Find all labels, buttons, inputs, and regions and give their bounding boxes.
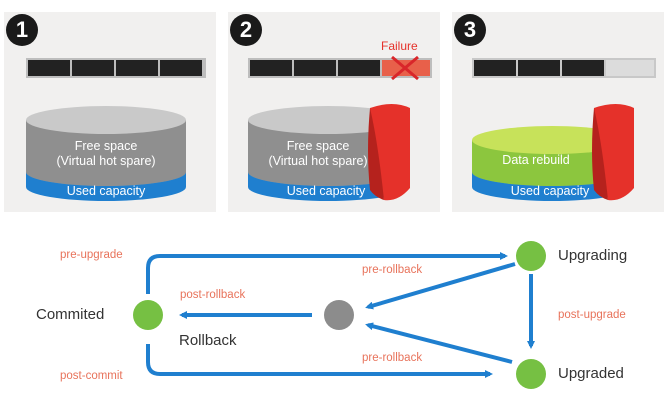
drive-icon [294, 60, 336, 76]
free-space-label: Free space (Virtual hot spare) [268, 139, 368, 169]
panel-step-1: 1 Free space (Virtual hot spare) Used ca… [4, 12, 216, 212]
drive-icon [474, 60, 516, 76]
panel-step-2: 2 Failure Free space (Virtual hot spare)… [228, 12, 440, 212]
drive-bay [472, 58, 656, 78]
free-space-title: Free space [74, 139, 138, 153]
drive-bay [26, 58, 206, 78]
free-space-title: Free space [286, 139, 350, 153]
failure-label: Failure [381, 39, 418, 53]
drive-icon [518, 60, 560, 76]
rollback-label: Rollback [179, 332, 237, 349]
pre-rollback-arrow-top [365, 262, 516, 310]
upgraded-label: Upgraded [558, 365, 624, 382]
data-rebuild-label: Data rebuild [502, 153, 570, 167]
commited-label: Commited [36, 306, 105, 323]
upgrade-flow-diagram: Commited Rollback Upgrading Upgraded pre… [0, 222, 669, 406]
capacity-cylinder [472, 104, 634, 201]
replaced-drive-icon [606, 60, 654, 76]
post-commit-label: post-commit [60, 370, 123, 382]
pre-upgrade-arrow [146, 252, 508, 294]
used-capacity-label: Used capacity [286, 184, 366, 198]
flow-arrows [133, 241, 546, 389]
capacity-cylinder [248, 104, 410, 201]
used-capacity-label: Used capacity [66, 184, 146, 198]
drive-icon [72, 60, 114, 76]
storage-illustration-3 [452, 12, 664, 212]
post-commit-arrow [146, 344, 493, 378]
pre-upgrade-label: pre-upgrade [60, 249, 123, 261]
post-rollback-label: post-rollback [180, 289, 246, 301]
drive-icon [562, 60, 604, 76]
step-badge: 3 [454, 14, 486, 46]
storage-illustration-2 [228, 12, 440, 212]
step-badge: 1 [6, 14, 38, 46]
drive-icon [250, 60, 292, 76]
post-upgrade-label: post-upgrade [558, 309, 626, 321]
drive-icon [338, 60, 380, 76]
commited-node [133, 300, 163, 330]
free-space-label: Free space (Virtual hot spare) [56, 139, 156, 169]
failure-x-icon [391, 55, 419, 81]
storage-illustration-1 [4, 12, 216, 212]
data-rebuild-layer [472, 126, 632, 154]
drive-icon [116, 60, 158, 76]
pre-rollback-bottom-label: pre-rollback [362, 352, 423, 364]
upgraded-node [516, 359, 546, 389]
capacity-cylinder [26, 106, 186, 201]
drive-bay [248, 55, 432, 81]
drive-icon [160, 60, 202, 76]
step-badge: 2 [230, 14, 262, 46]
rollback-node [324, 300, 354, 330]
free-space-subtitle: (Virtual hot spare) [56, 154, 156, 168]
pre-rollback-top-label: pre-rollback [362, 264, 423, 276]
free-space-subtitle: (Virtual hot spare) [268, 154, 368, 168]
upgrading-label: Upgrading [558, 247, 628, 264]
drive-icon [28, 60, 70, 76]
used-capacity-label: Used capacity [510, 184, 590, 198]
pre-rollback-arrow-bottom [365, 322, 513, 364]
upgrading-node [516, 241, 546, 271]
panel-step-3: 3 Data rebuild Used capacity [452, 12, 664, 212]
